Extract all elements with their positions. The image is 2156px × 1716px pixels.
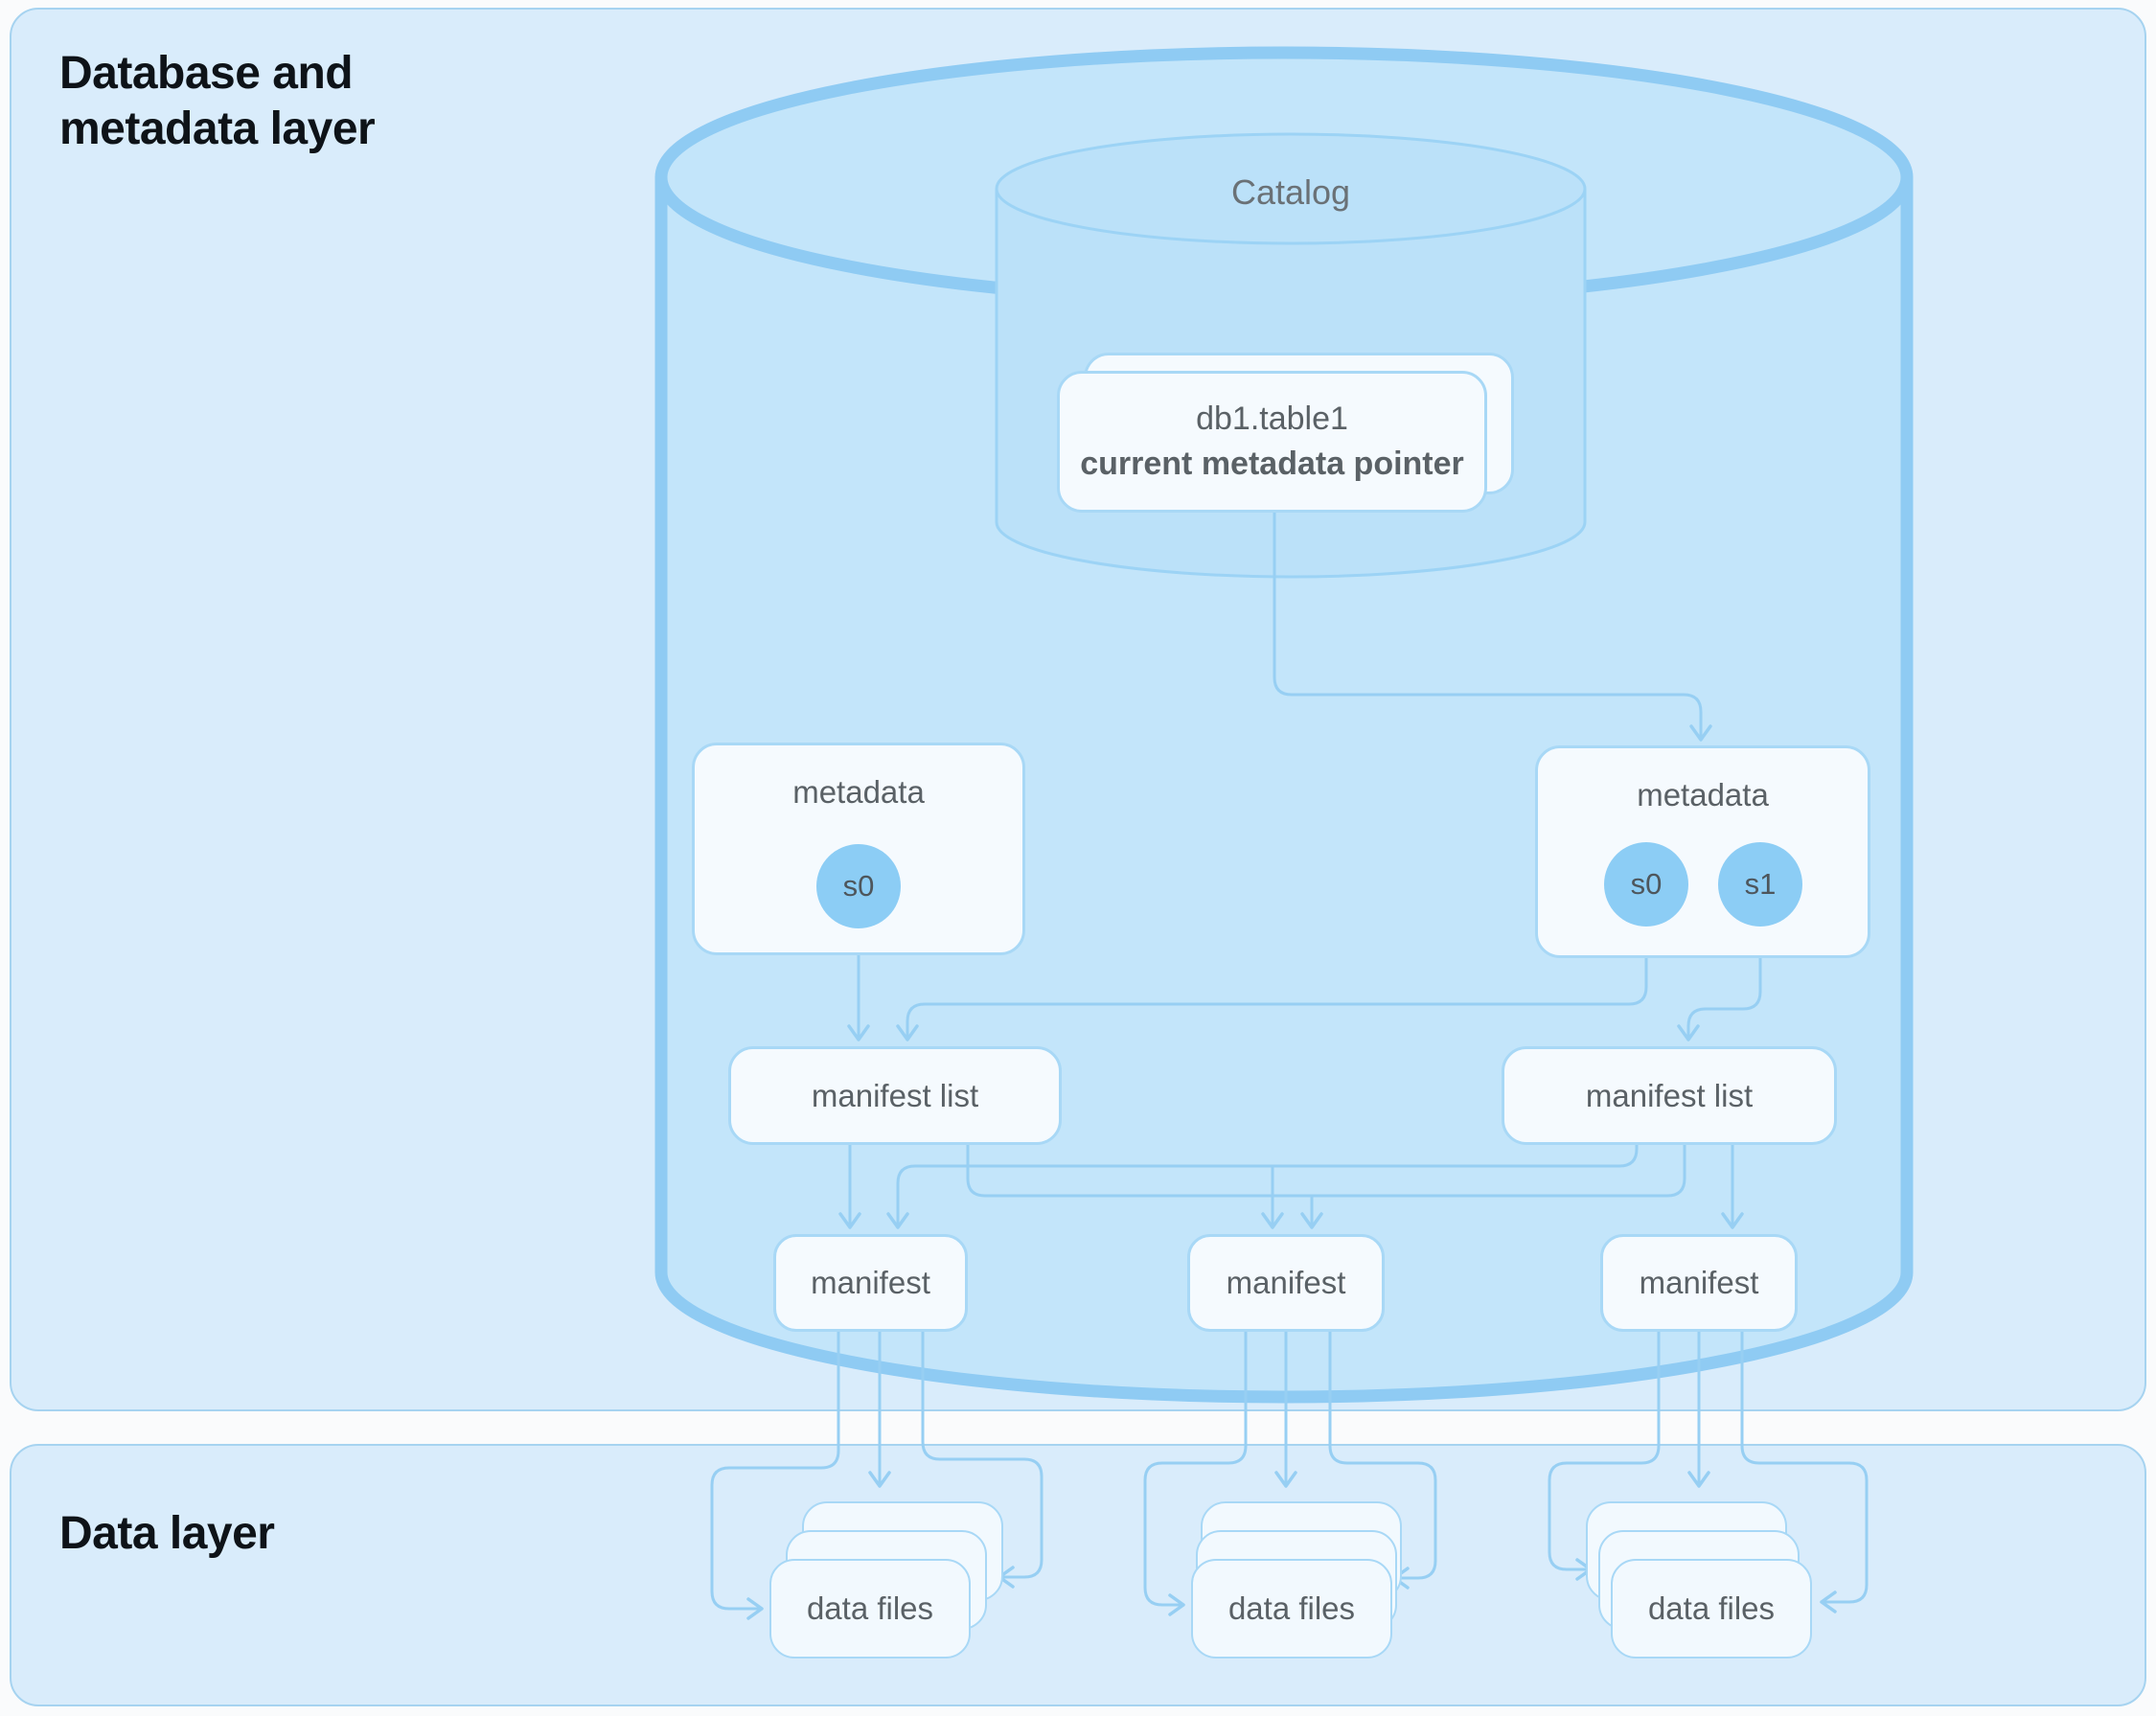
data-files-stack-middle: data files xyxy=(1191,1559,1392,1659)
table-name: db1.table1 xyxy=(1196,400,1348,437)
snapshot-s0-right: s0 xyxy=(1604,842,1688,927)
metadata-label: metadata xyxy=(792,774,925,810)
pointer-subtitle: current metadata pointer xyxy=(1080,446,1464,482)
data-layer-title: Data layer xyxy=(59,1508,275,1559)
manifest-list-box-right: manifest list xyxy=(1502,1046,1837,1145)
snapshot-s1-right: s1 xyxy=(1718,842,1802,927)
manifest-box-left: manifest xyxy=(773,1234,968,1332)
connector-arrows xyxy=(710,513,1869,1620)
manifest-box-middle: manifest xyxy=(1187,1234,1385,1332)
snapshot-s0-left: s0 xyxy=(816,844,901,928)
manifest-list-box-left: manifest list xyxy=(728,1046,1062,1145)
metadata-pointer-card: db1.table1 current metadata pointer xyxy=(1057,371,1487,513)
metadata-layer-title: Database and metadata layer xyxy=(59,48,376,154)
manifest-box-right: manifest xyxy=(1600,1234,1798,1332)
metadata-label: metadata xyxy=(1637,777,1769,812)
data-files-stack-left: data files xyxy=(769,1559,971,1659)
metadata-file-box-right: metadata xyxy=(1535,745,1870,958)
catalog-label: Catalog xyxy=(1230,172,1351,212)
data-files-stack-right: data files xyxy=(1611,1559,1812,1659)
